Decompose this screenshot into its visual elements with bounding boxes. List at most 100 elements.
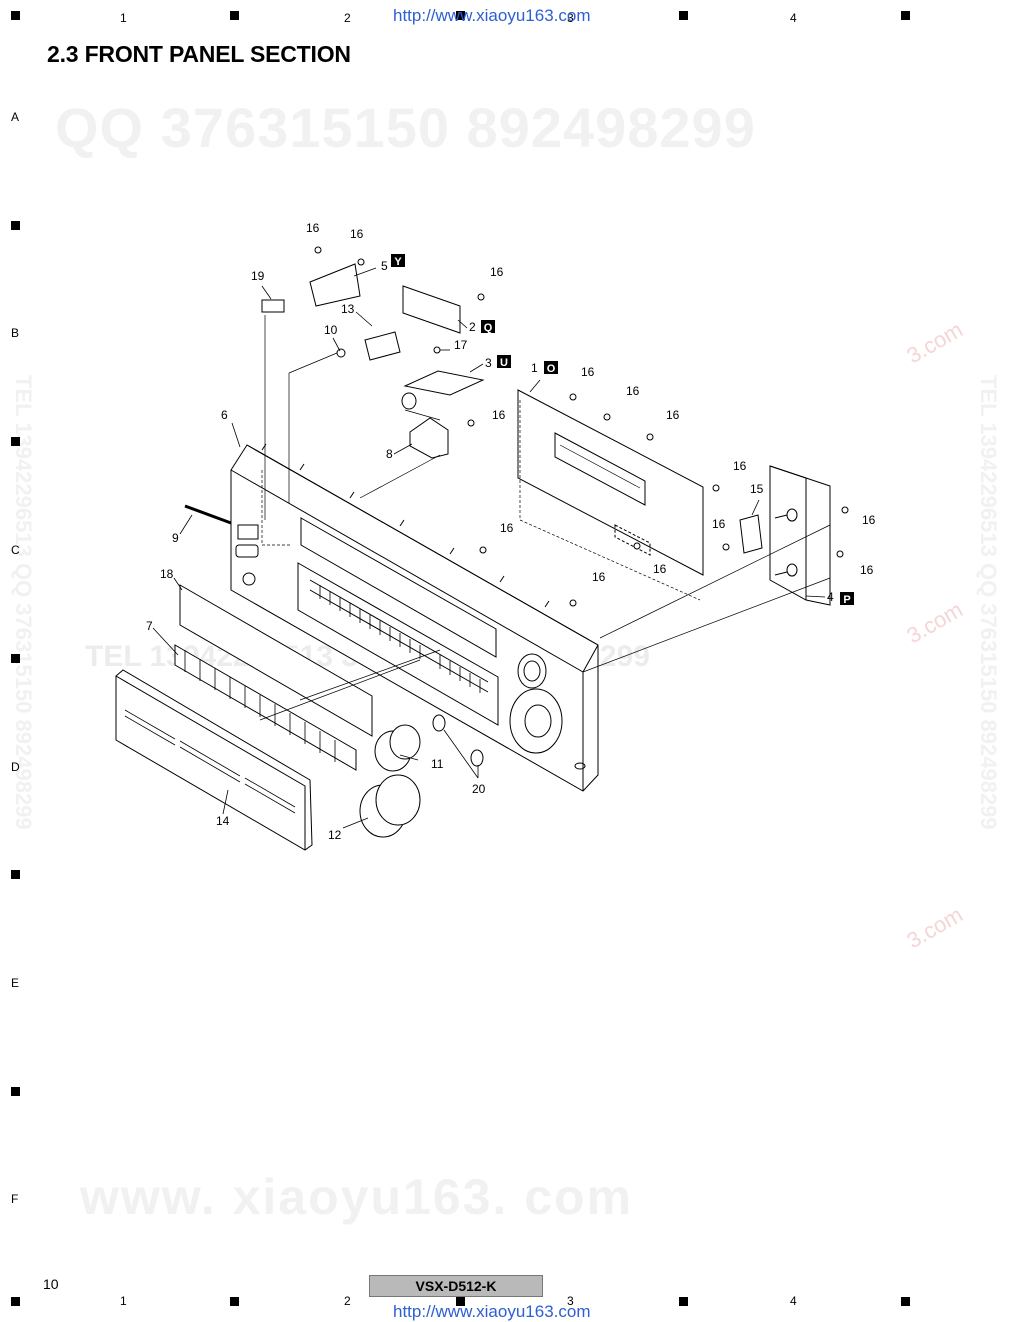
callout-8: 8: [386, 447, 393, 461]
badge-o: O: [544, 361, 558, 375]
border-mark: [230, 11, 239, 20]
callout-13: 13: [341, 302, 355, 316]
border-mark: [230, 1297, 239, 1306]
knob-large: [359, 774, 421, 838]
knob-19: [261, 299, 285, 313]
row-letter: F: [11, 1192, 19, 1206]
guide-lines: [259, 315, 831, 721]
border-mark: [456, 11, 465, 20]
callout-3: 3: [485, 356, 492, 370]
section-title: 2.3 FRONT PANEL SECTION: [47, 41, 351, 67]
leader-lines: [152, 267, 826, 829]
callout-16: 16: [490, 265, 504, 279]
badge-u: U: [497, 355, 511, 369]
callout-16: 16: [653, 562, 667, 576]
border-mark: [11, 654, 20, 663]
rod-9: [184, 504, 232, 525]
badge-p: P: [840, 592, 854, 606]
callout-4: 4: [827, 590, 834, 604]
button-holder: [174, 644, 357, 771]
jack-pcb-u: [403, 370, 485, 396]
callout-7: 7: [146, 619, 153, 633]
spacer-10: [336, 348, 346, 358]
display-pcb: [517, 389, 704, 576]
callout-1: 1: [531, 361, 538, 375]
column-number: 2: [344, 11, 351, 25]
headphone-jack: [364, 331, 401, 361]
callout-16: 16: [712, 517, 726, 531]
switch: [739, 514, 763, 554]
svg-text:Q: Q: [484, 322, 493, 334]
header-url-link[interactable]: http://www.xiaoyu163.com: [393, 6, 591, 25]
svg-text:P: P: [843, 594, 850, 606]
display-window: [179, 584, 373, 737]
row-letter: B: [11, 326, 20, 340]
column-number: 1: [120, 1294, 127, 1308]
callout-19: 19: [251, 269, 265, 283]
svg-text:U: U: [500, 357, 508, 369]
callout-16: 16: [592, 570, 606, 584]
row-letter: C: [11, 543, 20, 557]
row-letter: D: [11, 760, 20, 774]
screws: [314, 246, 849, 607]
callout-16: 16: [306, 221, 320, 235]
column-number: 4: [790, 11, 797, 25]
jack-connector: [401, 392, 417, 410]
border-mark: [456, 1297, 465, 1306]
callout-6: 6: [221, 408, 228, 422]
callout-15: 15: [750, 482, 764, 496]
callout-5: 5: [381, 259, 388, 273]
callout-11: 11: [431, 757, 444, 771]
ring: [470, 749, 484, 767]
border-mark: [901, 1297, 910, 1306]
watermark-qq: QQ 376315150 892498299: [55, 96, 756, 159]
callout-16: 16: [581, 365, 595, 379]
border-mark: [679, 11, 688, 20]
callout-18: 18: [160, 567, 174, 581]
bracket-q: [402, 285, 461, 334]
badge-y: Y: [391, 254, 405, 268]
border-mark: [11, 221, 20, 230]
callout-10: 10: [324, 323, 338, 337]
callout-16: 16: [666, 408, 680, 422]
watermark-side-right: TEL 13942296513 QQ 376315150 892498299: [976, 375, 1001, 830]
column-number: 2: [344, 1294, 351, 1308]
border-mark: [11, 11, 20, 20]
volume-pcb: [769, 465, 831, 606]
ring: [432, 714, 446, 732]
row-letter: A: [11, 110, 20, 124]
callout-12: 12: [328, 828, 342, 842]
border-mark: [901, 11, 910, 20]
callout-14: 14: [216, 814, 230, 828]
callout-16: 16: [862, 513, 876, 527]
hinge-y: [309, 263, 361, 307]
callout-16: 16: [350, 227, 364, 241]
callout-17: 17: [454, 338, 468, 352]
callout-2: 2: [469, 320, 476, 334]
border-mark: [11, 870, 20, 879]
column-number: 4: [790, 1294, 797, 1308]
watermark-site: www. xiaoyu163. com: [80, 1169, 634, 1225]
border-mark: [11, 437, 20, 446]
row-letter: E: [11, 976, 20, 990]
callout-16: 16: [626, 384, 640, 398]
callout-16: 16: [492, 408, 506, 422]
bracket-8: [409, 417, 449, 459]
footer-url-link[interactable]: http://www.xiaoyu163.com: [393, 1302, 591, 1321]
svg-text:O: O: [547, 363, 556, 375]
badge-q: Q: [481, 320, 495, 334]
callout-9: 9: [172, 531, 179, 545]
column-number: 3: [567, 11, 574, 25]
callout-20: 20: [472, 782, 486, 796]
page-number: 10: [43, 1276, 59, 1292]
knob-small: [374, 724, 421, 772]
svg-text:Y: Y: [394, 256, 402, 268]
watermark-side-left: TEL 13942296513 QQ 376315150 892498299: [11, 375, 36, 830]
border-mark: [11, 1297, 20, 1306]
column-number: 3: [567, 1294, 574, 1308]
callout-16: 16: [733, 459, 747, 473]
column-number: 1: [120, 11, 127, 25]
callout-16: 16: [500, 521, 514, 535]
sub-panel: [115, 669, 313, 851]
